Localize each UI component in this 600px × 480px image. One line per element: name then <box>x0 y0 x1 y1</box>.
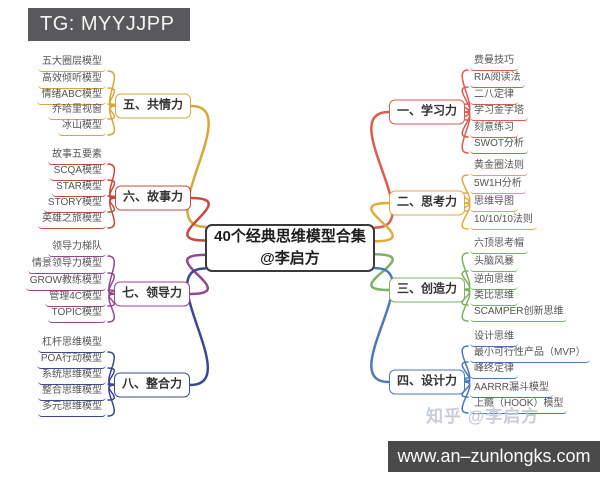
leaf-node[interactable]: 杠杆思维模型 <box>38 337 106 353</box>
branch-curve <box>461 289 471 322</box>
footer-url: www.an–zunlongks.com <box>397 446 591 466</box>
leaf-node[interactable]: 费曼技巧 <box>470 55 518 71</box>
leaf-node[interactable]: RIA阅读法 <box>470 72 525 88</box>
branch-topic-3[interactable]: 三、创造力 <box>389 277 465 303</box>
leaf-node[interactable]: 上瘾（HOOK）模型 <box>470 398 568 414</box>
leaf-node[interactable]: 高效倾听模型 <box>38 73 106 89</box>
leaf-node[interactable]: TOPIC模型 <box>47 307 106 323</box>
leaf-node[interactable]: POA行动模型 <box>36 353 106 369</box>
leaf-node[interactable]: 六顶思考帽 <box>470 238 528 254</box>
branch-topic-1[interactable]: 一、学习力 <box>389 99 465 125</box>
leaf-node[interactable]: 系统思维模型 <box>38 369 106 385</box>
leaf-node[interactable]: AARRR漏斗模型 <box>470 382 554 398</box>
central-topic-node[interactable]: 40个经典思维模型合集@李启方 <box>205 224 375 272</box>
branch-topic-5[interactable]: 五、共情力 <box>115 93 191 119</box>
leaf-node[interactable]: 刻意练习 <box>470 122 518 138</box>
branch-curve <box>107 105 116 136</box>
branch-curve <box>461 381 471 414</box>
branch-curve <box>186 104 210 228</box>
leaf-node[interactable]: 情景领导力模型 <box>28 258 106 274</box>
branch-curve <box>370 201 394 243</box>
branch-topic-8[interactable]: 八、整合力 <box>114 372 190 398</box>
leaf-node[interactable]: 头脑风暴 <box>470 256 518 272</box>
leaf-node[interactable]: 管理4C模型 <box>45 291 106 307</box>
branch-curve <box>186 196 210 242</box>
leaf-node[interactable]: STAR模型 <box>52 181 106 197</box>
leaf-node[interactable]: 最小可行性产品（MVP） <box>470 347 590 363</box>
leaf-node[interactable]: 领导力梯队 <box>48 241 106 257</box>
leaf-node[interactable]: 5W1H分析 <box>470 178 526 194</box>
branch-curve <box>370 266 394 384</box>
leaf-node[interactable]: 黄金圈法则 <box>470 160 528 176</box>
leaf-node[interactable]: STORY模型 <box>43 197 106 213</box>
branch-curve <box>370 253 394 292</box>
leaf-node[interactable]: 五大圈层模型 <box>38 56 106 72</box>
branch-curve <box>370 110 394 229</box>
branch-curve <box>461 111 471 154</box>
leaf-node[interactable]: SWOT分析 <box>470 138 528 154</box>
branch-curve <box>186 253 209 296</box>
leaf-node[interactable]: 峰终定律 <box>470 363 518 379</box>
footer-url-bar: www.an–zunlongks.com <box>388 441 600 472</box>
leaf-node[interactable]: 类比思维 <box>470 290 518 306</box>
leaf-node[interactable]: GROW教练模型 <box>25 275 106 291</box>
telegram-badge: TG: MYYJJPP <box>28 8 190 41</box>
leaf-node[interactable]: 故事五要素 <box>48 149 106 165</box>
branch-topic-7[interactable]: 七、领导力 <box>114 281 190 307</box>
leaf-node[interactable]: 逆向思维 <box>470 274 518 290</box>
leaf-node[interactable]: 10/10/10法则 <box>470 214 537 230</box>
leaf-node[interactable]: 情绪ABC模型 <box>37 89 106 105</box>
leaf-node[interactable]: 思维导图 <box>470 196 518 212</box>
leaf-node[interactable]: 冰山模型 <box>58 120 106 136</box>
watermark-zhihu: 知乎 @李启方 <box>426 407 540 426</box>
leaf-node[interactable]: 多元思维模型 <box>38 401 106 417</box>
leaf-node[interactable]: 二八定律 <box>470 89 518 105</box>
leaf-node[interactable]: 英雄之旅模型 <box>38 213 106 229</box>
branch-curve <box>107 293 115 323</box>
branch-topic-6[interactable]: 六、故事力 <box>115 185 191 211</box>
leaf-node[interactable]: SCQA模型 <box>49 165 106 181</box>
branch-curve <box>107 384 115 417</box>
branch-curve <box>107 197 116 229</box>
leaf-node[interactable]: 整合思维模型 <box>38 385 106 401</box>
leaf-node[interactable]: 学习金字塔 <box>470 105 528 121</box>
branch-topic-4[interactable]: 四、设计力 <box>389 369 465 395</box>
branch-curve <box>185 267 210 387</box>
branch-curve <box>461 202 471 230</box>
leaf-node[interactable]: 设计思维 <box>470 331 518 347</box>
leaf-node[interactable]: SCAMPER创新思维 <box>470 306 568 322</box>
leaf-node[interactable]: 乔哈里视窗 <box>48 104 106 120</box>
branch-topic-2[interactable]: 二、思考力 <box>389 190 465 216</box>
